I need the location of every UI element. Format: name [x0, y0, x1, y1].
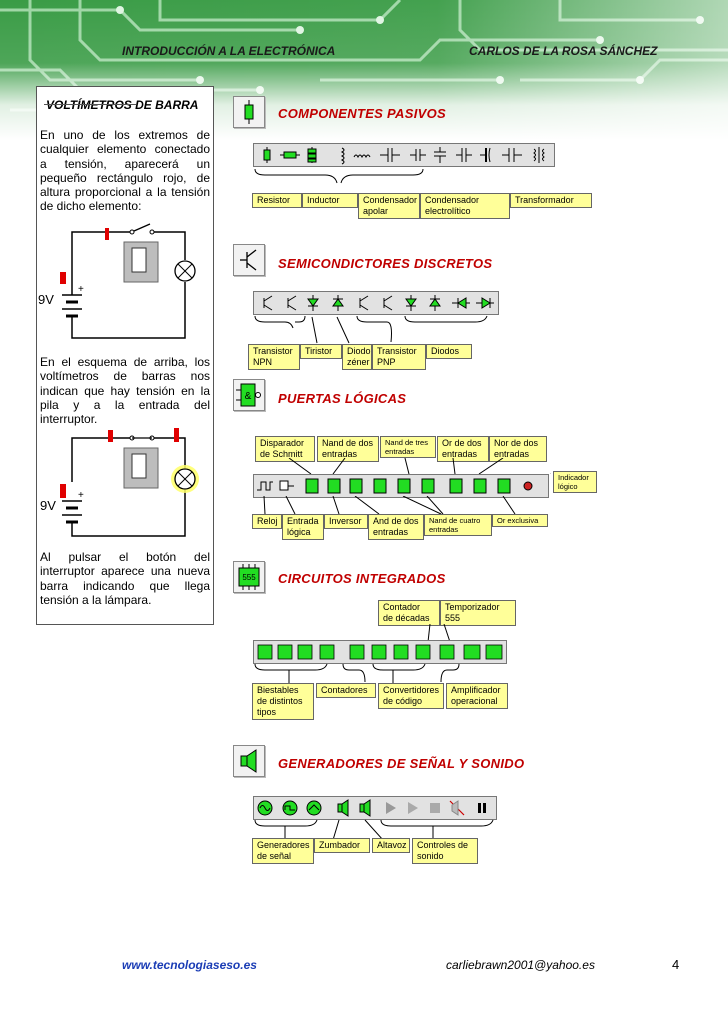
battery-voltage-label-2: 9V: [40, 498, 56, 513]
section-title-integrados: CIRCUITOS INTEGRADOS: [278, 571, 446, 586]
sidebar-paragraph-3: Al pulsar el botón del interruptor apare…: [40, 550, 210, 607]
page-number: 4: [672, 957, 680, 972]
toolbar-puertas: [253, 474, 549, 498]
label-reloj: Reloj: [252, 514, 282, 529]
toolbar-semiconductores: [253, 291, 499, 315]
label-nand-cuatro: Nand de cuatro entradas: [424, 514, 492, 536]
label-and-dos: And de dos entradas: [368, 514, 424, 540]
resistor-section-icon: [233, 96, 265, 128]
label-transistor-npn: Transistor NPN: [248, 344, 300, 370]
ic-icon-symbol: 555: [242, 573, 256, 582]
label-amplificador: Amplificador operacional: [446, 683, 508, 709]
label-condensador-electrolitico: Condensador electrolítico: [420, 193, 510, 219]
footer-website-link[interactable]: www.tecnologiaseso.es: [122, 958, 257, 972]
brace-connector-pasivos: [253, 165, 553, 195]
section-title-generadores: GENERADORES DE SEÑAL Y SONIDO: [278, 756, 525, 771]
label-temporizador-555: Temporizador 555: [440, 600, 516, 626]
label-transformador: Transformador: [510, 193, 592, 208]
label-zumbador: Zumbador: [314, 838, 370, 853]
label-disparador-schmitt: Disparador de Schmitt: [255, 436, 315, 462]
pointer-lines-puertas-bottom: [253, 495, 553, 516]
brace-connector-integrados: [253, 662, 505, 684]
logic-gate-icon-symbol: &: [245, 391, 252, 402]
label-inversor: Inversor: [324, 514, 368, 529]
label-indicador-logico: Indicador lógico: [553, 471, 597, 493]
label-or-exclusiva: Or exclusiva: [492, 514, 548, 527]
label-tiristor: Tiristor: [300, 344, 342, 359]
ic-section-icon: 555: [233, 561, 265, 593]
label-nand-tres: Nand de tres entradas: [380, 436, 436, 458]
header-left-title: INTRODUCCIÓN A LA ELECTRÓNICA: [122, 44, 336, 58]
label-altavoz: Altavoz: [372, 838, 410, 853]
label-entrada-logica: Entrada lógica: [282, 514, 324, 540]
circuit-diagram-2: +: [40, 424, 210, 544]
pointer-lines-puertas-top: [253, 457, 553, 485]
logic-gate-section-icon: &: [233, 379, 265, 411]
section-title-semiconductores: SEMICONDICTORES DISCRETOS: [278, 256, 493, 271]
label-convertidores: Convertidores de código: [378, 683, 444, 709]
section-title-pasivos: COMPONENTES PASIVOS: [278, 106, 446, 121]
label-contador-decadas: Contador de décadas: [378, 600, 440, 626]
label-diodos: Diodos: [426, 344, 472, 359]
label-biestables: Biestables de distintos tipos: [252, 683, 314, 720]
label-contadores: Contadores: [316, 683, 376, 698]
battery-voltage-label-1: 9V: [38, 292, 54, 307]
label-condensador-apolar: Condensador apolar: [358, 193, 420, 219]
label-nand-dos: Nand de dos entradas: [317, 436, 379, 462]
header-right-title: CARLOS DE LA ROSA SÁNCHEZ: [469, 44, 658, 58]
sidebar-title: VOLTÍMETROS DE BARRA: [46, 98, 199, 112]
transistor-section-icon: [233, 244, 265, 276]
label-inductor: Inductor: [302, 193, 358, 208]
label-diodo-zener: Diodo zéner: [342, 344, 372, 370]
sidebar-paragraph-1: En uno de los extremos de cualquier elem…: [40, 128, 210, 214]
toolbar-pasivos: [253, 143, 555, 167]
sidebar-paragraph-2: En el esquema de arriba, los voltímetros…: [40, 355, 210, 427]
label-controles-sonido: Controles de sonido: [412, 838, 478, 864]
svg-text:+: +: [78, 490, 84, 501]
footer-email[interactable]: carliebrawn2001@yahoo.es: [446, 958, 595, 972]
sidebar-title-underline: [44, 104, 136, 105]
circuit-diagram-1: +: [40, 220, 210, 348]
label-nor-dos: Nor de dos entradas: [489, 436, 547, 462]
label-or-dos: Or de dos entradas: [437, 436, 489, 462]
toolbar-integrados: [253, 640, 507, 664]
label-transistor-pnp: Transistor PNP: [372, 344, 426, 370]
brace-connector-generadores: [253, 818, 495, 841]
pointer-lines-integrados-top: [378, 623, 518, 643]
speaker-section-icon: [233, 745, 265, 777]
label-generadores-senal: Generadores de señal: [252, 838, 314, 864]
section-title-puertas: PUERTAS LÓGICAS: [278, 391, 407, 406]
svg-text:+: +: [78, 284, 84, 295]
toolbar-generadores: [253, 796, 497, 820]
label-resistor: Resistor: [252, 193, 302, 208]
brace-connector-semiconductores: [253, 313, 497, 345]
